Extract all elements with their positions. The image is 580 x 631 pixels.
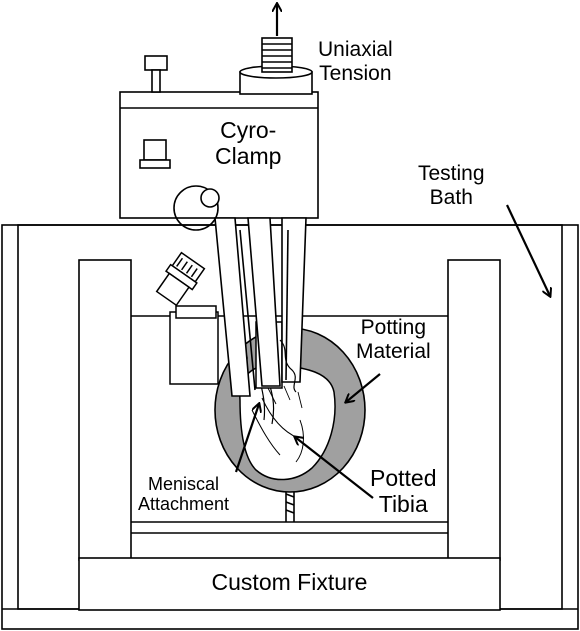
testing-bath-label: Testing Bath — [418, 162, 485, 209]
cryo-clamp-label: Cyro- Clamp — [215, 117, 282, 169]
meniscal-arrow — [234, 404, 259, 473]
tibia-arrow — [295, 437, 374, 499]
uniaxial-tension-label: Uniaxial Tension — [318, 38, 393, 85]
meniscal-attachment-label: Meniscal Attachment — [138, 474, 230, 515]
cryo-clamp — [119, 37, 319, 397]
potted-tibia-label: Potted Tibia — [370, 465, 437, 517]
annotation-arrows — [234, 4, 550, 499]
custom-fixture-label: Custom Fixture — [211, 569, 368, 595]
potting-arrow — [346, 373, 381, 402]
bath-arrow — [506, 204, 550, 296]
potting-material-label: Potting Material — [356, 316, 431, 363]
